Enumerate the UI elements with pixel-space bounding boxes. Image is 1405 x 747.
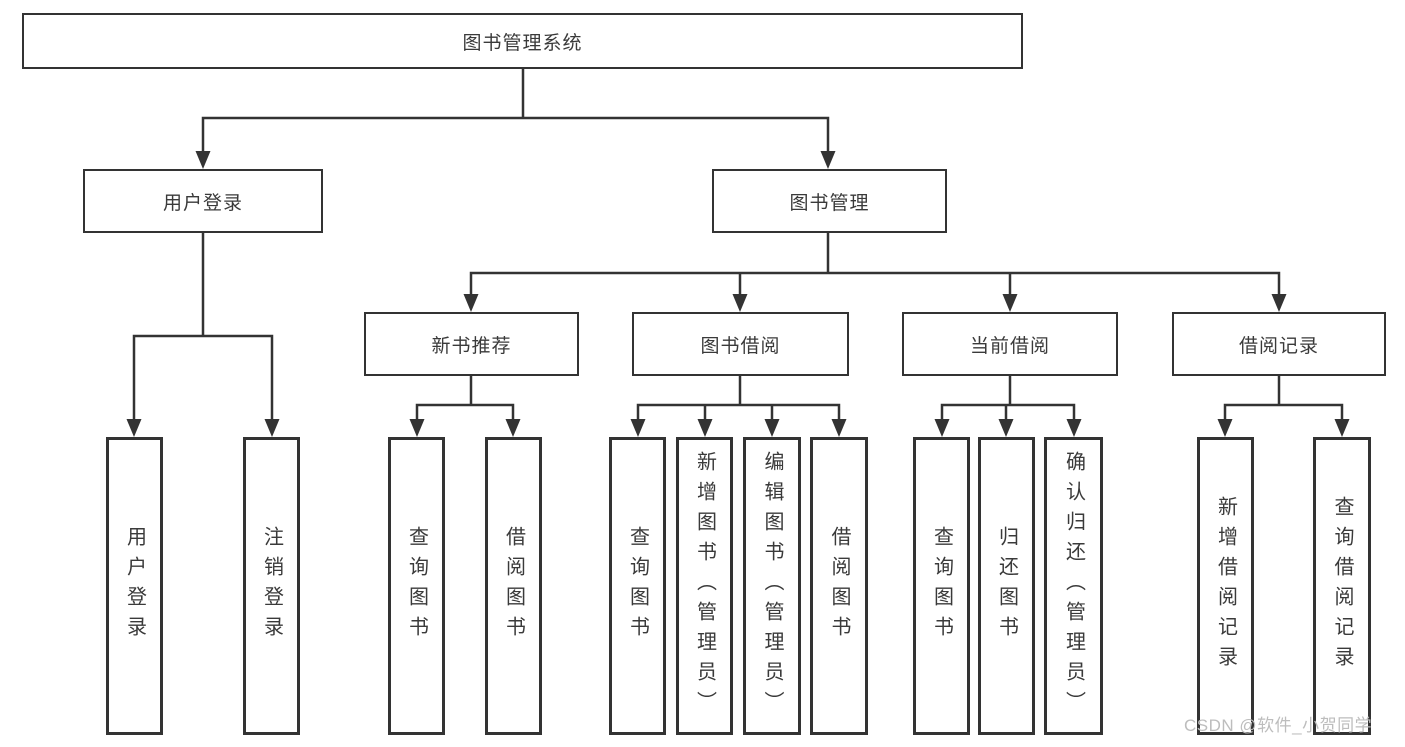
arrowhead-down-icon (1334, 419, 1350, 437)
node-label: 用户登录 (123, 526, 146, 646)
connector-line (201, 67, 830, 159)
node-label: 查询图书 (405, 526, 428, 646)
arrowhead-down-icon (1066, 419, 1082, 437)
connector-line (415, 374, 515, 427)
arrowhead-down-icon (264, 419, 280, 437)
connector-line (1223, 374, 1344, 427)
connector-5 (934, 374, 1082, 437)
node-new-book-recommend: 新书推荐 (364, 312, 579, 376)
node-label: 查询图书 (626, 526, 649, 646)
arrowhead-down-icon (732, 294, 748, 312)
node-leaf-query-books-2: 查询图书 (609, 437, 666, 735)
node-leaf-query-books-1: 查询图书 (388, 437, 445, 735)
connector-2 (463, 231, 1287, 312)
connector-4 (630, 374, 847, 437)
node-label: 借阅记录 (1238, 335, 1319, 357)
node-label: 新增借阅记录 (1214, 496, 1237, 676)
arrowhead-down-icon (630, 419, 646, 437)
arrowhead-down-icon (697, 419, 713, 437)
node-label: 查询借阅记录 (1331, 496, 1353, 676)
node-book-management: 图书管理 (712, 169, 947, 233)
arrowhead-down-icon (126, 419, 142, 437)
connector-line (469, 231, 1281, 302)
node-label: 借阅图书 (502, 526, 525, 646)
arrowhead-down-icon (764, 419, 780, 437)
node-leaf-borrow-books-2: 借阅图书 (810, 437, 868, 735)
node-root: 图书管理系统 (22, 13, 1023, 69)
node-label: 图书管理系统 (462, 32, 583, 54)
connector-6 (1217, 374, 1350, 437)
node-leaf-edit-books: 编辑图书（管理员） (743, 437, 801, 735)
connector-line (636, 374, 841, 427)
node-book-borrowing: 图书借阅 (632, 312, 849, 376)
arrowhead-down-icon (1217, 419, 1233, 437)
node-label: 编辑图书（管理员） (761, 451, 783, 721)
connector-3 (409, 374, 521, 437)
node-leaf-user-login: 用户登录 (106, 437, 163, 735)
arrowhead-down-icon (934, 419, 950, 437)
arrowhead-down-icon (195, 151, 211, 169)
node-leaf-query-borrow-record: 查询借阅记录 (1313, 437, 1371, 735)
node-label: 确认归还（管理员） (1062, 451, 1085, 721)
node-label: 新增图书（管理员） (693, 451, 716, 721)
node-label: 注销登录 (260, 526, 283, 646)
connector-line (940, 374, 1076, 427)
node-leaf-add-borrow-record: 新增借阅记录 (1197, 437, 1254, 735)
node-leaf-return-books: 归还图书 (978, 437, 1035, 735)
node-borrowing-records: 借阅记录 (1172, 312, 1386, 376)
arrowhead-down-icon (505, 419, 521, 437)
connector-line (132, 231, 274, 427)
node-leaf-add-books: 新增图书（管理员） (676, 437, 733, 735)
node-leaf-query-books-3: 查询图书 (913, 437, 970, 735)
arrowhead-down-icon (1271, 294, 1287, 312)
node-label: 新书推荐 (431, 335, 512, 357)
connector-0 (195, 67, 836, 169)
node-leaf-confirm-return: 确认归还（管理员） (1044, 437, 1103, 735)
node-label: 查询图书 (930, 526, 953, 646)
arrowhead-down-icon (463, 294, 479, 312)
node-current-borrowing: 当前借阅 (902, 312, 1118, 376)
node-label: 图书管理 (789, 192, 870, 214)
node-label: 用户登录 (162, 192, 243, 214)
node-leaf-logout: 注销登录 (243, 437, 300, 735)
arrowhead-down-icon (831, 419, 847, 437)
connector-1 (126, 231, 280, 437)
node-label: 图书借阅 (700, 335, 781, 357)
node-label: 借阅图书 (828, 526, 850, 646)
node-label: 归还图书 (995, 526, 1018, 646)
arrowhead-down-icon (820, 151, 836, 169)
arrowhead-down-icon (998, 419, 1014, 437)
node-user-login: 用户登录 (83, 169, 323, 233)
node-label: 当前借阅 (969, 335, 1050, 357)
arrowhead-down-icon (409, 419, 425, 437)
node-leaf-borrow-books-1: 借阅图书 (485, 437, 542, 735)
arrowhead-down-icon (1002, 294, 1018, 312)
